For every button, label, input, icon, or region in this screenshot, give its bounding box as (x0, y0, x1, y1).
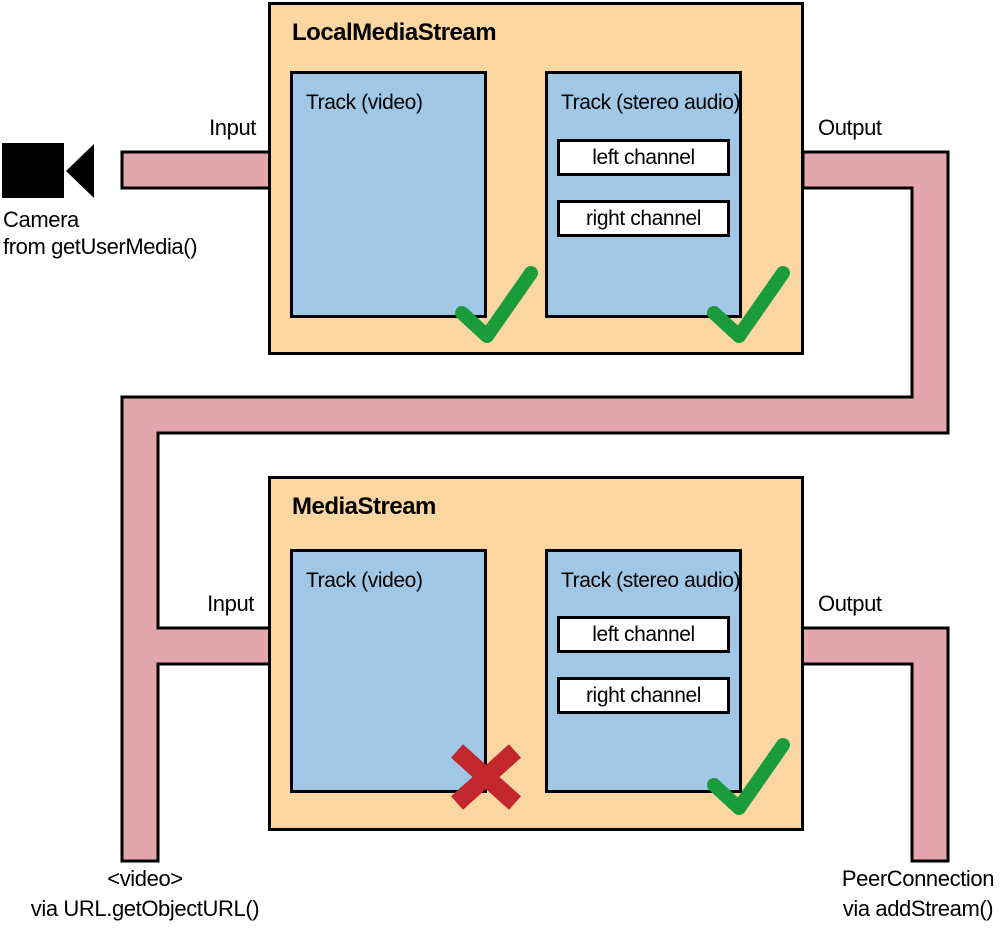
local-input-label: Input (209, 115, 256, 140)
local-audio-track-box: Track (stereo audio) left channel right … (545, 71, 742, 318)
video-element-sink-line1: <video> (107, 866, 183, 891)
remote-left-channel-box: left channel (557, 616, 730, 653)
remote-audio-track-label: Track (stereo audio) (561, 569, 741, 592)
camera-source-label-line1: Camera (3, 207, 79, 232)
local-media-stream-title: LocalMediaStream (292, 19, 497, 46)
peer-connection-sink-line1: PeerConnection (841, 866, 995, 891)
remote-audio-track-box: Track (stereo audio) left channel right … (545, 549, 742, 793)
check-icon (707, 266, 790, 343)
peer-connection-sink-label: PeerConnection via addStream() (836, 864, 1000, 924)
local-audio-track-label: Track (stereo audio) (561, 91, 741, 114)
remote-video-track-box: Track (video) (290, 549, 487, 793)
local-video-track-box: Track (video) (290, 71, 487, 318)
camera-source-label-line2: from getUserMedia() (3, 234, 198, 259)
local-video-track-label: Track (video) (306, 91, 423, 114)
check-icon (455, 266, 538, 343)
local-output-to-mediastream-pipe (120, 150, 950, 863)
check-icon (707, 738, 790, 815)
remote-right-channel-box: right channel (557, 677, 730, 714)
local-left-channel-box: left channel (557, 139, 730, 176)
remote-output-label: Output (818, 591, 882, 616)
local-media-stream-box: LocalMediaStream Track (video) Track (st… (268, 2, 804, 355)
video-element-sink-line2: via URL.getObjectURL() (30, 896, 260, 921)
remote-video-track-label: Track (video) (306, 569, 423, 592)
camera-input-pipe (120, 150, 278, 190)
local-output-label: Output (818, 115, 882, 140)
cross-icon (450, 744, 522, 810)
video-element-sink-label: <video> via URL.getObjectURL() (15, 864, 275, 924)
camera-source-label: Camera from getUserMedia() (3, 206, 198, 260)
media-stream-box: MediaStream Track (video) Track (stereo … (268, 476, 804, 831)
remote-input-label: Input (207, 591, 254, 616)
local-right-channel-box: right channel (557, 200, 730, 237)
mediastream-output-pipe (800, 626, 950, 863)
media-stream-title: MediaStream (292, 493, 436, 520)
peer-connection-sink-line2: via addStream() (842, 896, 994, 921)
camera-icon (2, 143, 64, 198)
